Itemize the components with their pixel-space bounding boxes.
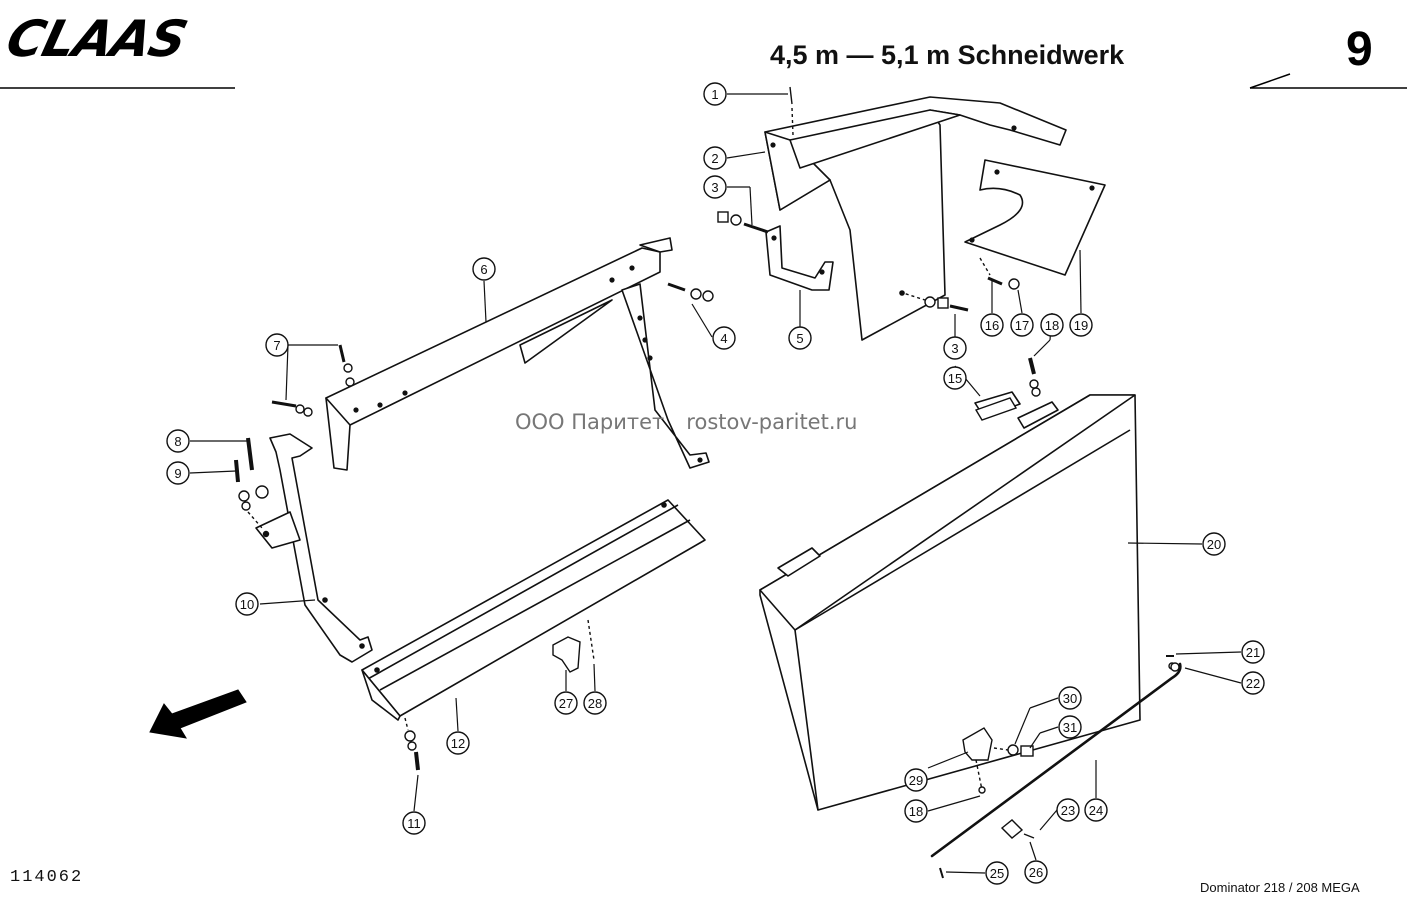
callouts: 1 2 3 3 4 5 6 7 8 9 10 11 12 15 16 17 18… (166, 82, 1265, 885)
callout-label: 28 (588, 696, 602, 711)
callout-3a: 3 (703, 175, 727, 199)
callout-17: 17 (1010, 313, 1034, 337)
callout-label: 15 (948, 371, 962, 386)
callout-label: 4 (720, 331, 727, 346)
page-title: 4,5 m — 5,1 m Schneidwerk (770, 40, 1125, 70)
callout-label: 9 (174, 466, 181, 481)
callout-label: 20 (1207, 537, 1221, 552)
callout-8: 8 (166, 429, 190, 453)
callout-label: 23 (1061, 803, 1075, 818)
callout-label: 22 (1246, 676, 1260, 691)
callout-22: 22 (1241, 671, 1265, 695)
callout-label: 3 (951, 341, 958, 356)
callout-label: 6 (480, 262, 487, 277)
part-20-shield (759, 391, 1141, 811)
callout-label: 11 (407, 816, 421, 831)
callout-7: 7 (265, 333, 289, 357)
callout-11: 11 (402, 811, 426, 835)
callout-label: 29 (909, 773, 923, 788)
callout-6: 6 (472, 257, 496, 281)
callout-label: 5 (796, 331, 803, 346)
callout-25: 25 (985, 861, 1009, 885)
callout-label: 12 (451, 736, 465, 751)
part-5-u-bracket (765, 225, 834, 291)
callout-29: 29 (904, 768, 928, 792)
callout-23: 23 (1056, 798, 1080, 822)
callout-21: 21 (1241, 640, 1265, 664)
callout-label: 31 (1063, 720, 1077, 735)
callout-10: 10 (235, 592, 259, 616)
header-rule (0, 73, 1407, 89)
callout-15: 15 (943, 366, 967, 390)
callout-label: 17 (1015, 318, 1029, 333)
callout-30: 30 (1058, 686, 1082, 710)
callout-label: 27 (559, 696, 573, 711)
page-number: 9 (1346, 23, 1373, 76)
callout-label: 7 (273, 338, 280, 353)
callout-18a: 18 (1040, 313, 1064, 337)
model-name: Dominator 218 / 208 MEGA (1200, 880, 1360, 895)
callout-5: 5 (788, 326, 812, 350)
part-6-upper-beam (325, 237, 710, 471)
figure-number: 114062 (10, 868, 84, 887)
part-2-top-panel (764, 96, 1067, 341)
callout-label: 10 (240, 597, 254, 612)
callout-9: 9 (166, 461, 190, 485)
callout-label: 8 (174, 434, 181, 449)
callout-label: 16 (985, 318, 999, 333)
callout-label: 19 (1074, 318, 1088, 333)
watermark: ООО Паритет rostov-paritet.ru (515, 410, 879, 434)
callout-label: 1 (711, 87, 718, 102)
callout-18b: 18 (904, 799, 928, 823)
callout-label: 25 (990, 866, 1004, 881)
leader-lines (189, 93, 1242, 874)
callout-label: 30 (1063, 691, 1077, 706)
callout-27: 27 (554, 691, 578, 715)
callout-2: 2 (703, 146, 727, 170)
part-10-bracket (255, 433, 373, 663)
part-19-plate (964, 159, 1106, 276)
watermark-website: rostov-paritet.ru (686, 410, 858, 434)
callout-3b: 3 (943, 336, 967, 360)
callout-31: 31 (1058, 715, 1082, 739)
callout-label: 2 (711, 151, 718, 166)
callout-label: 26 (1029, 865, 1043, 880)
callout-16: 16 (980, 313, 1004, 337)
callout-19: 19 (1069, 313, 1093, 337)
callout-label: 18 (909, 804, 923, 819)
callout-1: 1 (703, 82, 727, 106)
callout-label: 24 (1089, 803, 1103, 818)
callout-label: 3 (711, 180, 718, 195)
callout-label: 18 (1045, 318, 1059, 333)
arrow-down-left-icon (149, 689, 247, 739)
callout-28: 28 (583, 691, 607, 715)
callout-12: 12 (446, 731, 470, 755)
callout-24: 24 (1084, 798, 1108, 822)
callout-label: 21 (1246, 645, 1260, 660)
callout-26: 26 (1024, 860, 1048, 884)
callout-20: 20 (1202, 532, 1226, 556)
callout-4: 4 (712, 326, 736, 350)
watermark-company: ООО Паритет (515, 410, 665, 434)
part-12-lower-rail (361, 499, 706, 721)
small-hardware (234, 86, 1180, 879)
